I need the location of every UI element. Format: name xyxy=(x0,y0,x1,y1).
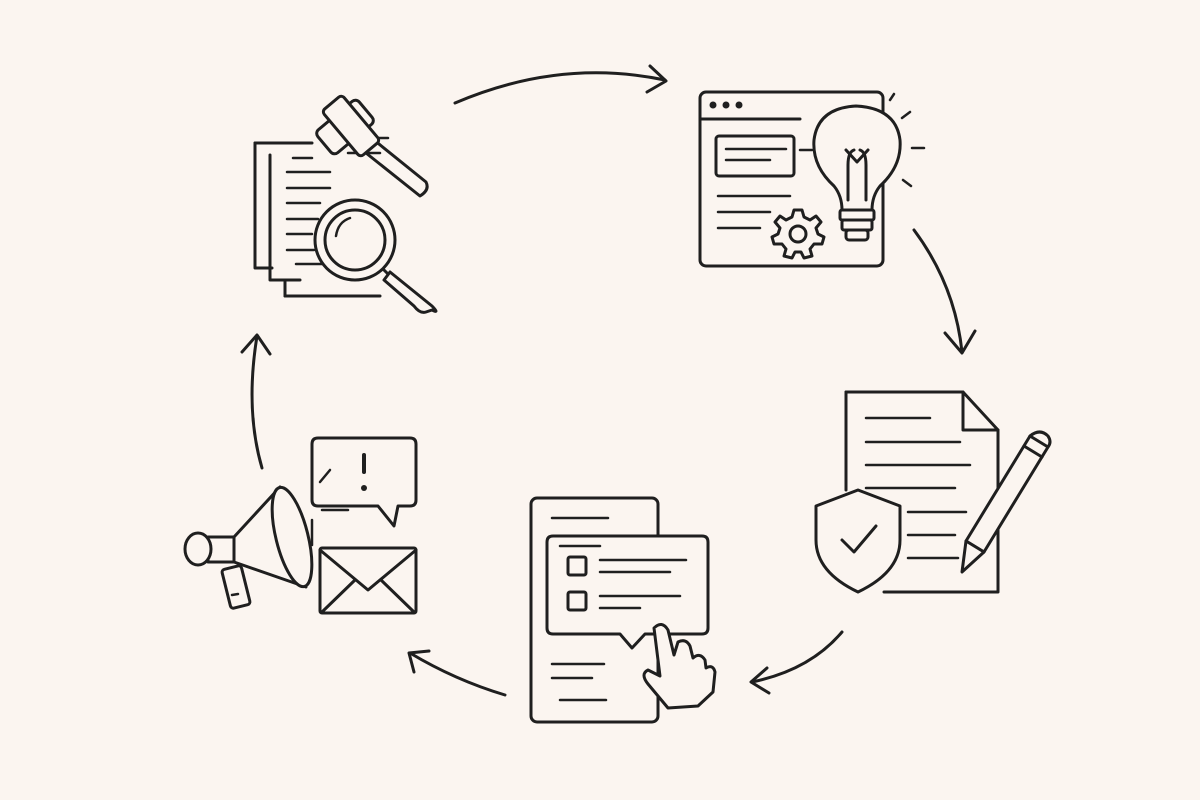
arrow-ideation-to-agreement xyxy=(912,228,977,355)
stage-selection xyxy=(529,496,717,724)
pencil-icon xyxy=(960,430,1052,574)
arrow-selection-to-communication xyxy=(407,649,507,697)
envelope-icon xyxy=(318,546,418,615)
megaphone-icon xyxy=(183,468,350,610)
magnifier-icon xyxy=(313,198,438,314)
stage-communication xyxy=(183,436,418,615)
stage-ideation xyxy=(698,90,926,268)
arrow-communication-to-legal xyxy=(240,333,272,470)
pointer-hand-icon xyxy=(642,623,717,710)
checklist-icon xyxy=(545,534,710,650)
gear-icon xyxy=(770,208,826,260)
arrow-agreement-to-selection xyxy=(749,630,844,695)
alert-bubble-icon xyxy=(310,436,418,528)
gavel-icon xyxy=(315,94,429,198)
document-icon xyxy=(844,390,1000,594)
lightbulb-icon xyxy=(812,92,926,242)
shield-check-icon xyxy=(814,488,902,594)
stage-legal-review xyxy=(253,94,438,314)
stage-agreement xyxy=(814,390,1052,594)
cycle-arrows xyxy=(240,64,977,697)
arrow-legal-to-ideation xyxy=(453,64,668,105)
